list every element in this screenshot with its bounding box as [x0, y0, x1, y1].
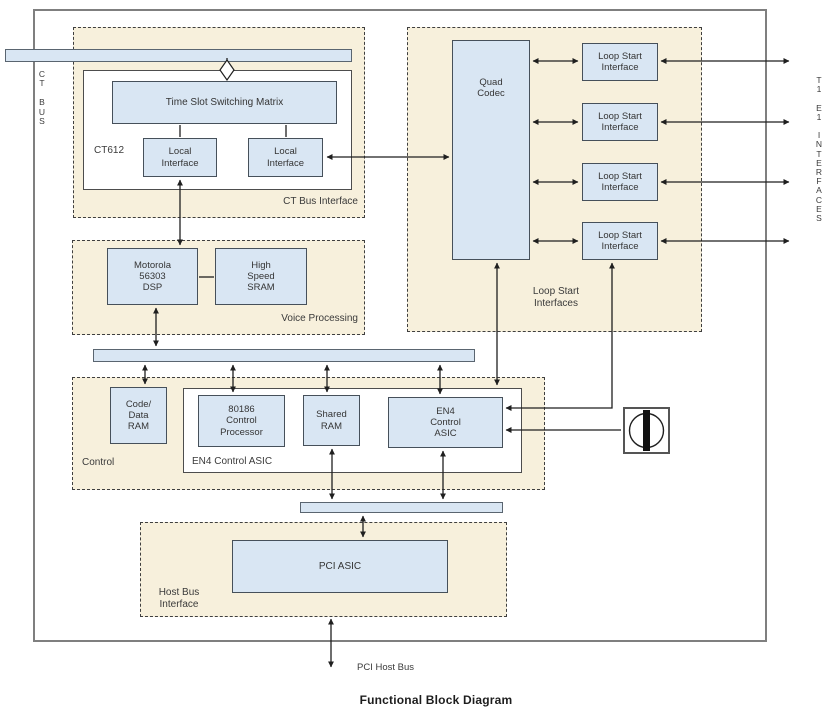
local-interface-2-box: Local Interface: [248, 138, 323, 177]
control-label: Control: [82, 457, 115, 468]
high-speed-sram-box: High Speed SRAM: [215, 248, 307, 305]
oscillator-icon: [623, 407, 670, 454]
loop-start-interface-3-box: Loop Start Interface: [582, 163, 658, 201]
ct-bus-vertical-label: C T B U S: [38, 69, 46, 127]
ct-bus-bar: [5, 49, 352, 62]
code-data-ram-box: Code/ Data RAM: [110, 387, 167, 444]
loop-start-interface-4-box: Loop Start Interface: [582, 222, 658, 260]
t1-e1-interfaces-vertical-label: T 1 E 1 I N T E R F A C E S: [815, 75, 823, 224]
en4-group-label: EN4 Control ASIC: [192, 456, 273, 467]
host-bus-bar: [300, 502, 503, 513]
loop-start-interface-2-box: Loop Start Interface: [582, 103, 658, 141]
quad-codec-box: Quad Codec: [452, 40, 530, 260]
control-bus-bar: [93, 349, 475, 362]
diagram-frame: [33, 9, 767, 642]
80186-processor-box: 80186 Control Processor: [198, 395, 285, 447]
pci-host-bus-label: PCI Host Bus: [357, 662, 415, 673]
ct-bus-interface-label: CT Bus Interface: [283, 196, 358, 207]
loop-start-interfaces-label: Loop Start Interfaces: [532, 286, 580, 309]
dsp-box: Motorola 56303 DSP: [107, 248, 198, 305]
host-bus-interface-label: Host Bus Interface: [158, 587, 200, 610]
shared-ram-box: Shared RAM: [303, 395, 360, 446]
loop-start-interface-1-box: Loop Start Interface: [582, 43, 658, 81]
en4-control-asic-box: EN4 Control ASIC: [388, 397, 503, 448]
pci-asic-box: PCI ASIC: [232, 540, 448, 593]
voice-processing-label: Voice Processing: [281, 313, 358, 324]
local-interface-1-box: Local Interface: [143, 138, 217, 177]
diagram-title: Functional Block Diagram: [359, 693, 513, 707]
time-slot-switching-matrix-box: Time Slot Switching Matrix: [112, 81, 337, 124]
ct612-label: CT612: [94, 145, 125, 156]
